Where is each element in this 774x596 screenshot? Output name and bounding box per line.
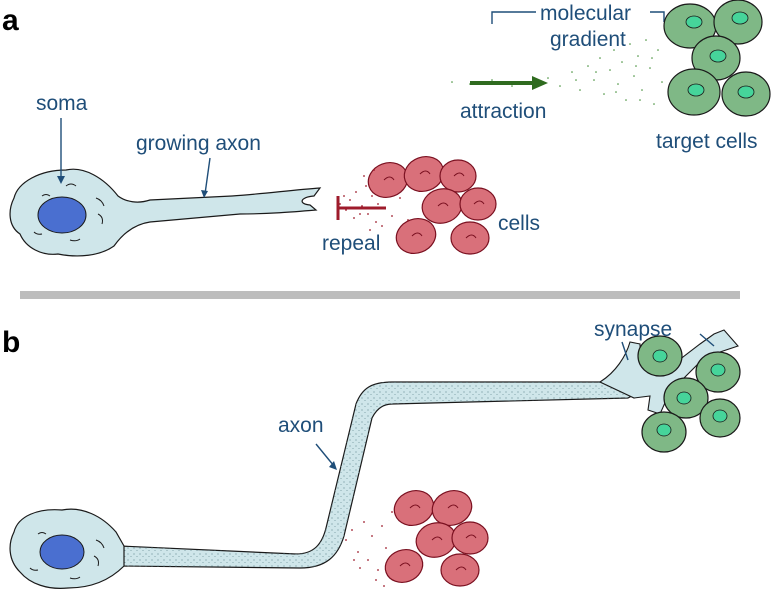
molecular-label: molecular (540, 2, 631, 25)
growing-axon-pointer-head (201, 190, 208, 198)
target-nucleus (687, 83, 705, 97)
growing-axon-pointer (204, 157, 211, 195)
panel-divider (20, 291, 740, 299)
repel-cell (459, 187, 497, 221)
growing-axon-label: growing axon (136, 132, 261, 155)
synapse-pointer-1 (621, 341, 629, 361)
target-nucleus (652, 349, 668, 363)
target-nucleus (731, 11, 749, 25)
axon-label: axon (278, 414, 324, 437)
attraction-arrow (470, 76, 548, 90)
organelle-marks-b (29, 532, 105, 580)
soma-label: soma (36, 92, 88, 115)
neuron-b (9, 508, 125, 589)
panel-b-letter: b (2, 326, 20, 359)
repel-cell (439, 159, 477, 193)
panel-b: b axon (2, 318, 741, 589)
axon-pointer-head (329, 461, 337, 470)
panel-a-letter: a (2, 4, 19, 37)
target-cells-label: target cells (656, 130, 758, 153)
synapse-pointer-2 (699, 333, 715, 347)
repel-cell (440, 553, 480, 587)
repel-cell (450, 221, 490, 255)
repel-cell (393, 490, 435, 526)
repel-inhibition-mark (336, 196, 386, 220)
cells-label: cells (498, 212, 540, 235)
target-nucleus (685, 15, 703, 29)
target-nucleus (709, 49, 727, 63)
axon-b-texture (120, 360, 668, 568)
repel-cell (384, 549, 424, 583)
repulsive-cells-a (339, 156, 497, 255)
soma-pointer-head (57, 176, 65, 184)
axon-pointer (315, 443, 335, 467)
repeal-label: repeal (322, 232, 380, 255)
repel-cell (451, 521, 489, 555)
repel-cell (431, 490, 473, 526)
target-nucleus (676, 391, 692, 405)
attract-gradient-dots (451, 39, 663, 105)
target-nucleus (712, 409, 728, 423)
target-nucleus (656, 423, 672, 437)
gradient-label: gradient (550, 28, 626, 51)
repel-cell (395, 218, 437, 254)
target-nucleus (710, 363, 726, 377)
molecular-gradient-bracket (491, 11, 665, 24)
target-cells-b (637, 335, 741, 453)
repulsive-cells-b (345, 490, 489, 587)
soma-body-a (9, 168, 322, 257)
target-nucleus (737, 85, 755, 99)
attraction-label: attraction (460, 100, 546, 123)
organelle-marks-a (33, 183, 105, 242)
neuron-a (9, 168, 322, 257)
nucleus-b (39, 534, 85, 570)
nucleus-a (37, 196, 87, 234)
repel-gradient-dots (339, 169, 409, 231)
panel-a: a soma growing axon (2, 0, 771, 257)
synapse-label: synapse (594, 318, 672, 341)
target-cells-a (663, 0, 771, 117)
repel-gradient-dots-b (345, 511, 393, 587)
